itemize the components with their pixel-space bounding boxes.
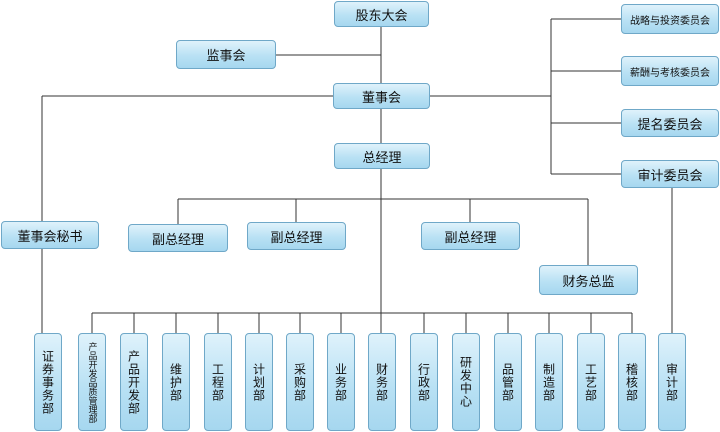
node-shareholders: 股东大会 [334, 1, 429, 27]
dept-purchasing: 采购部 [286, 333, 314, 431]
node-vice-gm-2: 副总经理 [247, 222, 346, 250]
node-cfo: 财务总监 [539, 265, 638, 295]
dept-inspection: 稽核部 [618, 333, 646, 431]
dept-planning: 计划部 [245, 333, 273, 431]
dept-business: 业务部 [327, 333, 355, 431]
node-compensation-committee: 薪酬与考核委员会 [621, 56, 719, 86]
dept-rd-center: 研发中心 [452, 333, 480, 431]
dept-product-quality: 产品开发品质管理部 [78, 333, 106, 431]
dept-quality-control: 品管部 [494, 333, 522, 431]
node-board-secretary: 董事会秘书 [1, 221, 99, 249]
dept-audit: 审计部 [658, 333, 686, 431]
dept-process: 工艺部 [577, 333, 605, 431]
node-nomination-committee: 提名委员会 [621, 109, 719, 137]
node-vice-gm-1: 副总经理 [128, 224, 228, 252]
node-audit-committee: 审计委员会 [621, 160, 719, 188]
dept-securities-affairs: 证券事务部 [34, 333, 62, 431]
node-gm: 总经理 [334, 143, 430, 169]
node-supervisory: 监事会 [176, 40, 276, 69]
dept-administration: 行政部 [410, 333, 438, 431]
node-board: 董事会 [333, 83, 430, 109]
node-vice-gm-3: 副总经理 [421, 222, 520, 250]
dept-finance: 财务部 [368, 333, 396, 431]
node-strategy-committee: 战略与投资委员会 [621, 4, 719, 34]
dept-maintenance: 维护部 [162, 333, 190, 431]
dept-engineering: 工程部 [204, 333, 232, 431]
dept-product-development: 产品开发部 [120, 333, 148, 431]
dept-manufacturing: 制造部 [535, 333, 563, 431]
